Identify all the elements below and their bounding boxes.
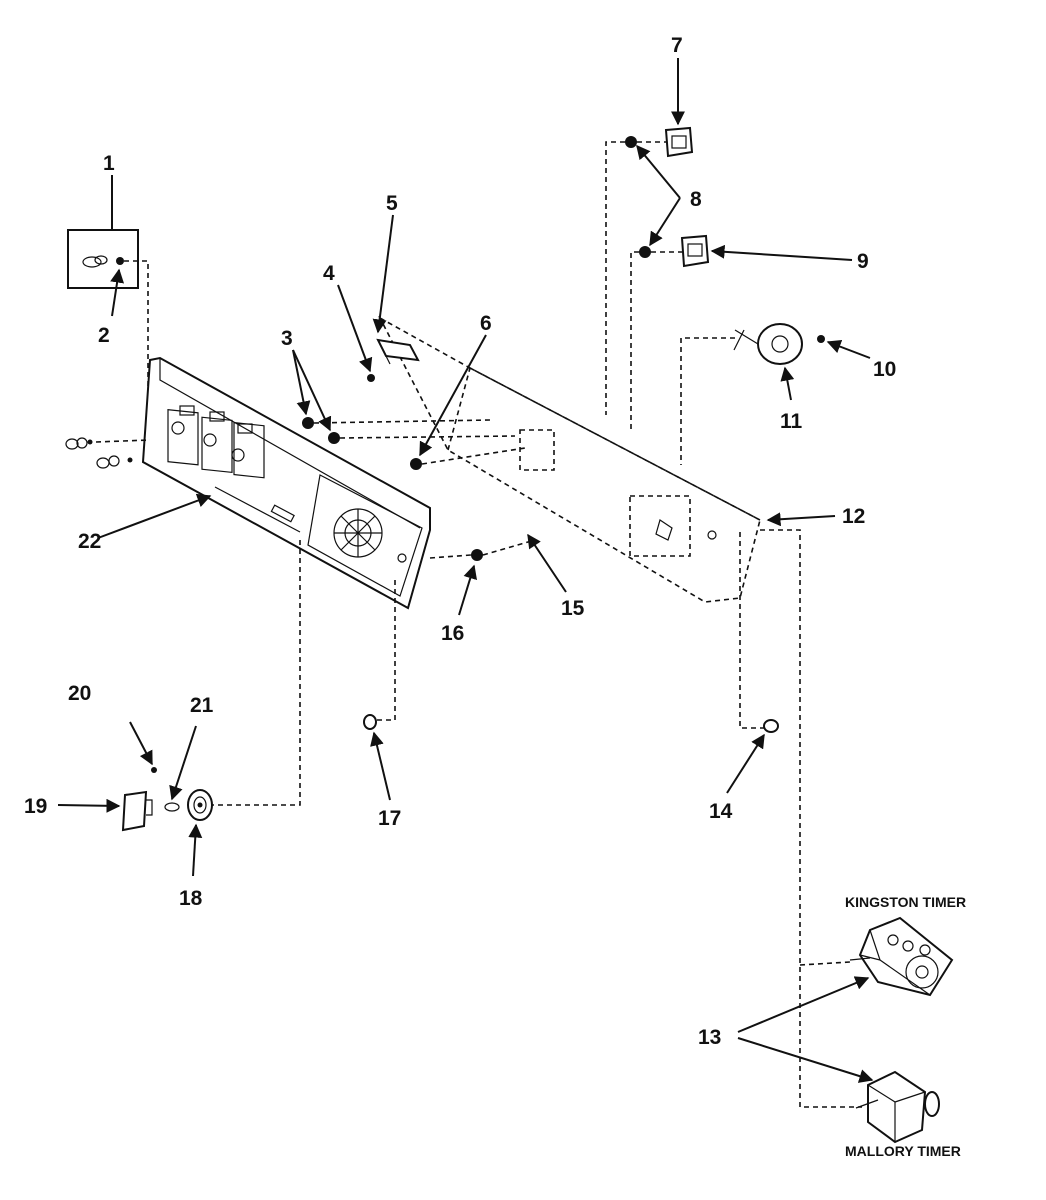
part-7-switch: [664, 126, 694, 158]
part-21-spring: [164, 802, 180, 812]
callout-numbers: 1 2 3 4 5 6 7 8 9 10 11 12 13 14 15 16 1…: [24, 34, 896, 1049]
callout-3: 3: [281, 327, 293, 350]
callout-5: 5: [386, 192, 398, 215]
callout-17: 17: [378, 807, 401, 830]
callout-20: 20: [68, 682, 91, 705]
part-11-motor: [733, 323, 825, 365]
callout-15: 15: [561, 597, 585, 620]
part-17-clip: [363, 714, 377, 730]
mallory-timer-label: MALLORY TIMER: [845, 1143, 961, 1159]
part-9-switch: [680, 234, 710, 268]
callout-4: 4: [323, 262, 335, 285]
callout-7: 7: [671, 34, 683, 57]
panel-left-knobs: [65, 437, 133, 469]
callout-18: 18: [179, 887, 203, 910]
part-20-pin: [151, 767, 157, 773]
callout-13: 13: [698, 1026, 721, 1049]
kingston-timer: [849, 916, 954, 997]
callout-1: 1: [103, 152, 115, 175]
part-22-control-panel: [141, 356, 431, 610]
callout-14: 14: [709, 800, 733, 823]
screw-3a: [302, 417, 314, 429]
callout-2: 2: [98, 324, 110, 347]
part-14-clip: [763, 719, 779, 733]
callout-10: 10: [873, 358, 896, 381]
part-5-bracket: [367, 338, 420, 382]
callout-16: 16: [441, 622, 464, 645]
screw-16: [471, 549, 483, 561]
part-18-knob: [187, 789, 213, 821]
callout-6: 6: [480, 312, 492, 335]
callout-9: 9: [857, 250, 869, 273]
part-19-clip: [121, 790, 153, 832]
part-1-plate: [67, 229, 139, 289]
callout-19: 19: [24, 795, 47, 818]
kingston-timer-label: KINGSTON TIMER: [845, 894, 966, 910]
callout-12: 12: [842, 505, 865, 528]
mallory-timer: [855, 1070, 940, 1144]
screw-6: [410, 458, 422, 470]
callout-21: 21: [190, 694, 214, 717]
leader-lines: [57, 58, 874, 1083]
callout-8: 8: [690, 188, 702, 211]
screw-3b: [328, 432, 340, 444]
console-housing: [378, 316, 761, 603]
callout-22: 22: [78, 530, 101, 553]
callout-11: 11: [780, 410, 803, 433]
